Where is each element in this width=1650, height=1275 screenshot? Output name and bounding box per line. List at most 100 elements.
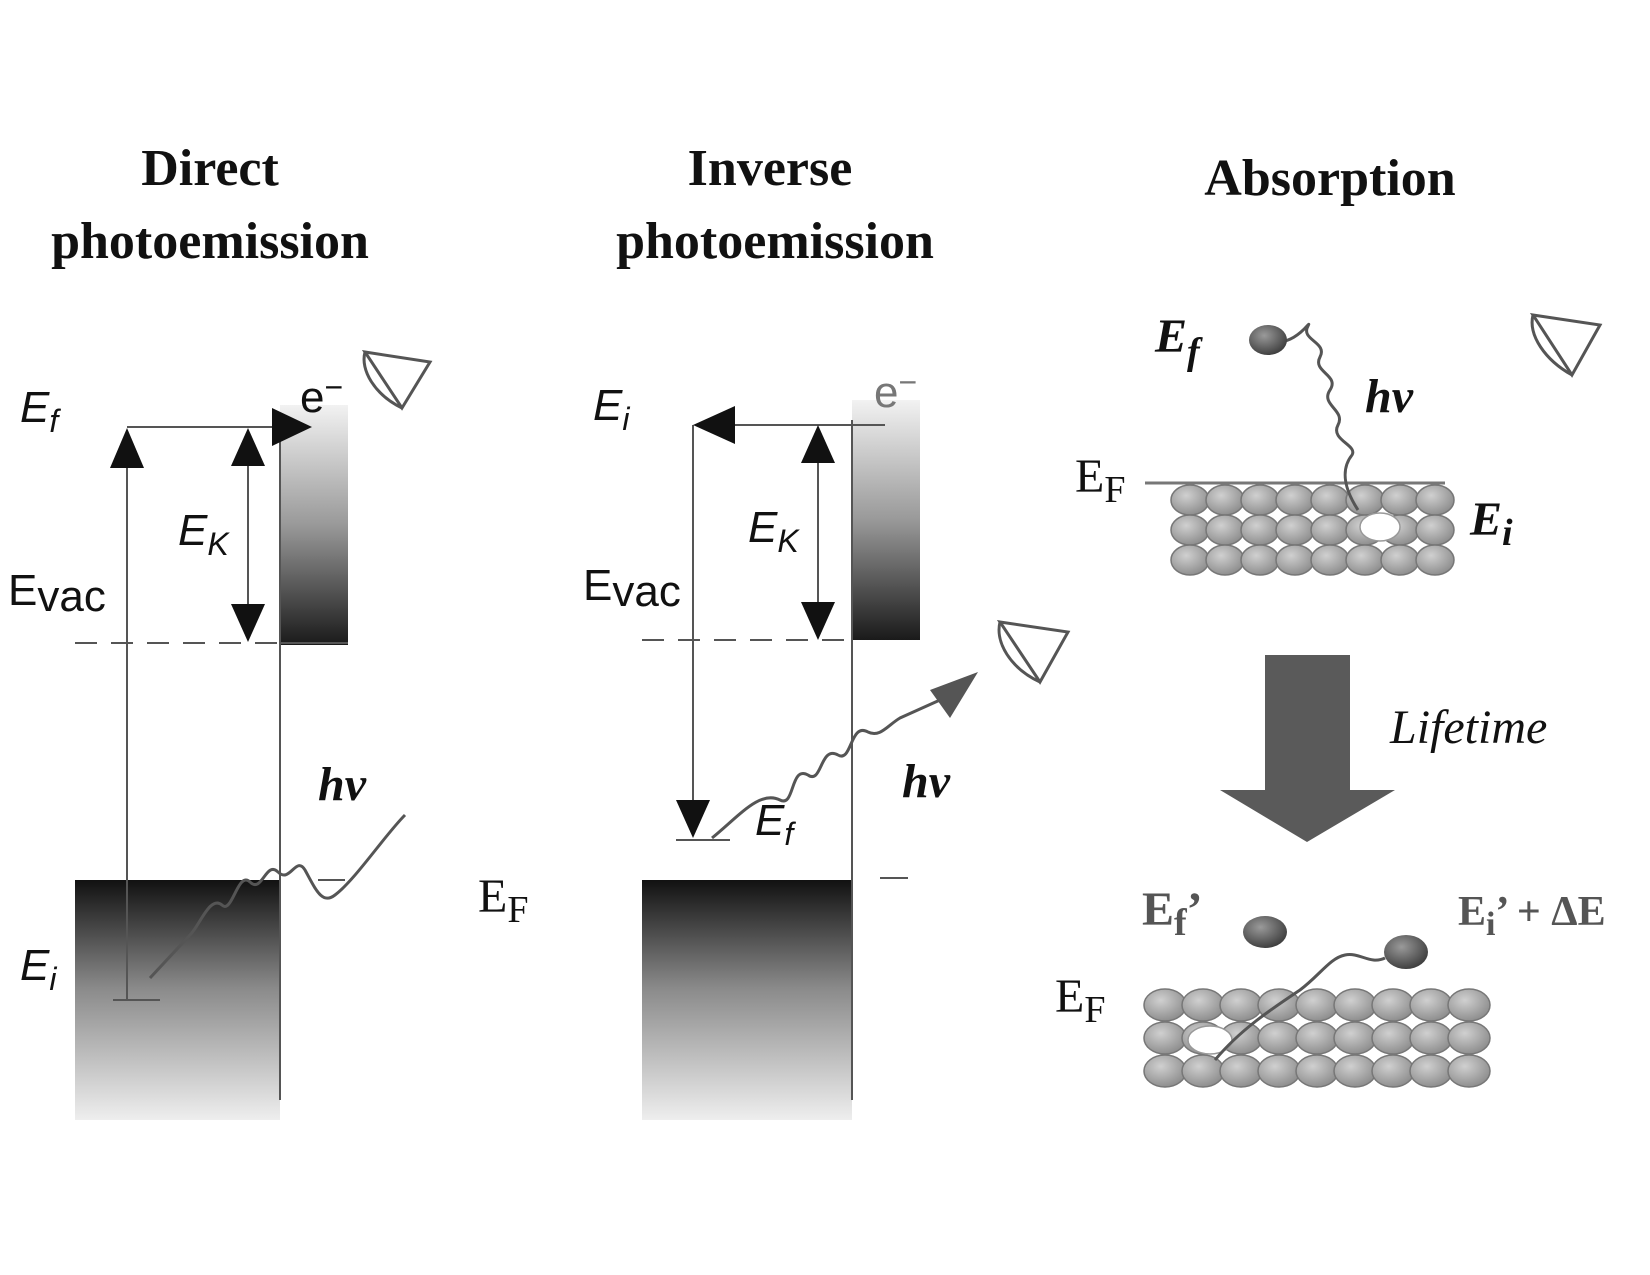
lattice-atom	[1257, 1054, 1301, 1088]
lattice-atom	[1295, 1021, 1339, 1055]
direct-evac-label: Evac	[8, 566, 106, 621]
lattice-atom	[1447, 1054, 1491, 1088]
direct-photon-label: hν	[318, 758, 367, 811]
absorption-fermi-label: EF	[1075, 450, 1125, 511]
inverse-photon-arrowhead	[930, 672, 978, 718]
inverse-panel: Inverse photoemission Ei EK Evac Ef e− h…	[478, 140, 1071, 1120]
lattice-atom	[1371, 988, 1415, 1022]
absorption-lifetime-label: Lifetime	[1389, 701, 1547, 754]
lattice-atom	[1310, 544, 1350, 576]
inverse-ei-label: Ei	[593, 381, 630, 437]
absorption-panel: Absorption Ef hν EF Ei Lifetime Ef’ Ei’ …	[1055, 150, 1606, 1088]
lattice-atom	[1345, 544, 1385, 576]
inverse-vacuum-block	[852, 400, 920, 640]
absorption-fermi-label-bottom: EF	[1055, 970, 1105, 1031]
direct-ef-label: Ef	[20, 383, 61, 439]
direct-valence-band	[75, 880, 280, 1120]
absorption-hole	[1359, 512, 1401, 542]
direct-vacuum-block	[280, 405, 348, 645]
absorption-relaxation-path	[1213, 953, 1386, 1061]
lattice-atom	[1333, 1021, 1377, 1055]
lattice-atom	[1310, 484, 1350, 516]
lattice-atom	[1219, 988, 1263, 1022]
inverse-ek-arrow-down	[801, 602, 835, 640]
lattice-atom	[1170, 544, 1210, 576]
inverse-ek-label: EK	[748, 503, 800, 559]
lattice-atom	[1275, 484, 1315, 516]
lattice-atom	[1415, 544, 1455, 576]
absorption-title: Absorption	[1204, 150, 1455, 207]
lattice-atom	[1240, 484, 1280, 516]
lattice-atom	[1333, 1054, 1377, 1088]
absorption-electron-final	[1243, 916, 1287, 948]
lattice-atom	[1295, 1054, 1339, 1088]
lattice-atom	[1447, 1021, 1491, 1055]
lattice-atom	[1143, 1021, 1187, 1055]
lattice-atom	[1257, 1021, 1301, 1055]
inverse-photon-label: hν	[902, 755, 951, 808]
inverse-conduction-band	[642, 880, 852, 1120]
lattice-atom	[1371, 1021, 1415, 1055]
inverse-eye-icon	[996, 620, 1071, 685]
direct-photon-wave	[148, 813, 407, 980]
inverse-left-arrowhead	[693, 406, 735, 444]
absorption-eye-icon	[1529, 313, 1603, 378]
inverse-photon-wave	[711, 698, 941, 840]
absorption-photon-label: hν	[1365, 370, 1414, 423]
direct-electron-label: e−	[300, 369, 343, 422]
lattice-atom	[1219, 1054, 1263, 1088]
lattice-atom	[1380, 484, 1420, 516]
lattice-atom	[1205, 514, 1245, 546]
lattice-atom	[1371, 1054, 1415, 1088]
inverse-title-line1: Inverse	[688, 140, 853, 197]
lattice-atom	[1415, 484, 1455, 516]
inverse-fermi-label: EF	[478, 870, 528, 931]
lattice-atom	[1170, 484, 1210, 516]
lattice-atom	[1409, 988, 1453, 1022]
direct-ek-label: EK	[178, 506, 230, 562]
inverse-down-arrowhead	[676, 800, 710, 838]
lattice-atom	[1295, 988, 1339, 1022]
inverse-ef-label: Ef	[755, 796, 796, 852]
lattice-atom	[1333, 988, 1377, 1022]
direct-eye-icon	[361, 350, 433, 411]
absorption-electron-excited	[1384, 935, 1428, 969]
lattice-atom	[1275, 544, 1315, 576]
lattice-atom	[1181, 1054, 1225, 1088]
lattice-atom	[1447, 988, 1491, 1022]
lattice-atom	[1275, 514, 1315, 546]
direct-title-line1: Direct	[141, 140, 279, 197]
lattice-atom	[1240, 544, 1280, 576]
lattice-atom	[1205, 484, 1245, 516]
lattice-atom	[1240, 514, 1280, 546]
inverse-title-line2: photoemission	[616, 213, 934, 270]
direct-up-arrowhead	[110, 428, 144, 468]
direct-ek-arrow-up	[231, 428, 265, 466]
inverse-ek-arrow-up	[801, 425, 835, 463]
direct-ei-label: Ei	[20, 941, 57, 997]
direct-electron-arrowhead	[272, 408, 312, 446]
absorption-ef-label: Ef	[1154, 310, 1203, 373]
absorption-ef-prime-label: Ef’	[1142, 883, 1203, 944]
inverse-electron-label: e−	[874, 364, 917, 417]
inverse-evac-label: Evac	[583, 561, 681, 616]
direct-panel: Direct photoemission Ef EK Evac	[8, 140, 433, 1120]
lattice-atom	[1205, 544, 1245, 576]
direct-title-line2: photoemission	[51, 213, 369, 270]
absorption-electron-top	[1249, 325, 1287, 355]
lattice-atom	[1415, 514, 1455, 546]
absorption-ei-label: Ei	[1469, 493, 1513, 554]
absorption-photon-wave	[1279, 322, 1360, 511]
absorption-lifetime-arrow	[1220, 655, 1395, 842]
absorption-ei-prime-label: Ei’ + ΔE	[1458, 889, 1606, 943]
direct-ek-arrow-down	[231, 604, 265, 642]
lattice-atom	[1409, 1054, 1453, 1088]
lattice-atom	[1143, 988, 1187, 1022]
lattice-atom	[1143, 1054, 1187, 1088]
lattice-atom	[1181, 988, 1225, 1022]
lattice-atom	[1310, 514, 1350, 546]
absorption-lattice-top	[1170, 484, 1455, 576]
lattice-atom	[1170, 514, 1210, 546]
lattice-atom	[1409, 1021, 1453, 1055]
